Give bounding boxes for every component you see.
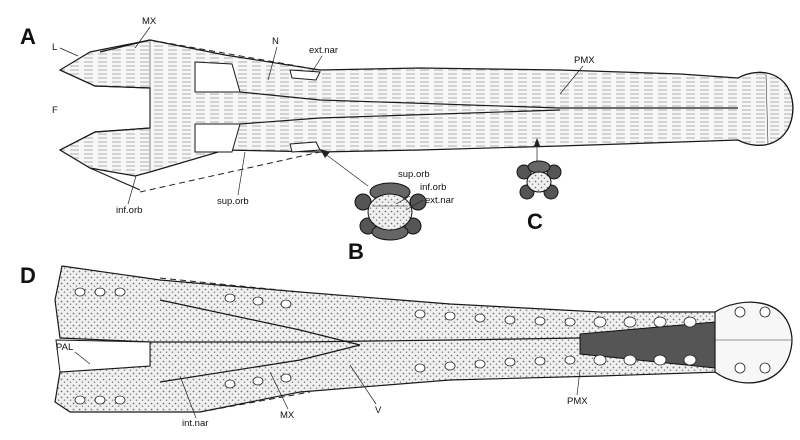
label-a-inf-orb: inf.orb — [116, 205, 142, 216]
panel-d: D — [20, 263, 793, 429]
panel-a-ext-nar-upper — [289, 69, 321, 81]
label-a-n: N — [272, 36, 279, 47]
panel-letter-d: D — [20, 263, 36, 288]
label-d-pmx: PMX — [567, 396, 588, 407]
label-a-sup-orb: sup.orb — [217, 196, 249, 207]
panel-a-dashed-upper — [149, 39, 321, 71]
label-a-pmx: PMX — [574, 55, 595, 66]
label-a-mx: MX — [142, 16, 157, 27]
panel-a-premaxilla-tip — [737, 71, 794, 146]
label-b-inf-orb: inf.orb — [420, 182, 446, 193]
panel-letter-a: A — [20, 24, 36, 49]
panel-c-section — [516, 160, 562, 200]
panel-a-midline — [239, 91, 738, 109]
label-d-v: V — [375, 405, 382, 416]
label-a-f: F — [52, 105, 58, 116]
label-d-pal: PAL — [56, 342, 73, 353]
label-b-sup-orb: sup.orb — [398, 169, 430, 180]
panel-c: C — [516, 160, 562, 234]
panel-a: A MX L F N ext.nar PMX inf.orb — [20, 16, 794, 216]
panel-b-section — [354, 182, 427, 241]
panel-letter-c: C — [527, 209, 543, 234]
panel-d-tip — [714, 301, 793, 384]
panel-a-dashed-lower — [139, 151, 321, 193]
label-a-ext-nar: ext.nar — [309, 45, 338, 56]
label-d-int-nar: int.nar — [182, 418, 208, 429]
panel-letter-b: B — [348, 239, 364, 264]
panel-a-orbit-lower — [194, 123, 241, 153]
panel-d-dashed-upper — [159, 277, 301, 293]
label-b-ext-nar: ext.nar — [425, 195, 454, 206]
panel-d-dashed-lower — [199, 391, 311, 413]
panel-b: sup.orb inf.orb ext.nar B — [348, 169, 454, 264]
panel-a-ext-nar-lower — [289, 141, 321, 153]
label-d-mx: MX — [280, 410, 295, 421]
panel-d-tooth-rows — [74, 287, 771, 405]
label-a-l: L — [52, 42, 57, 53]
